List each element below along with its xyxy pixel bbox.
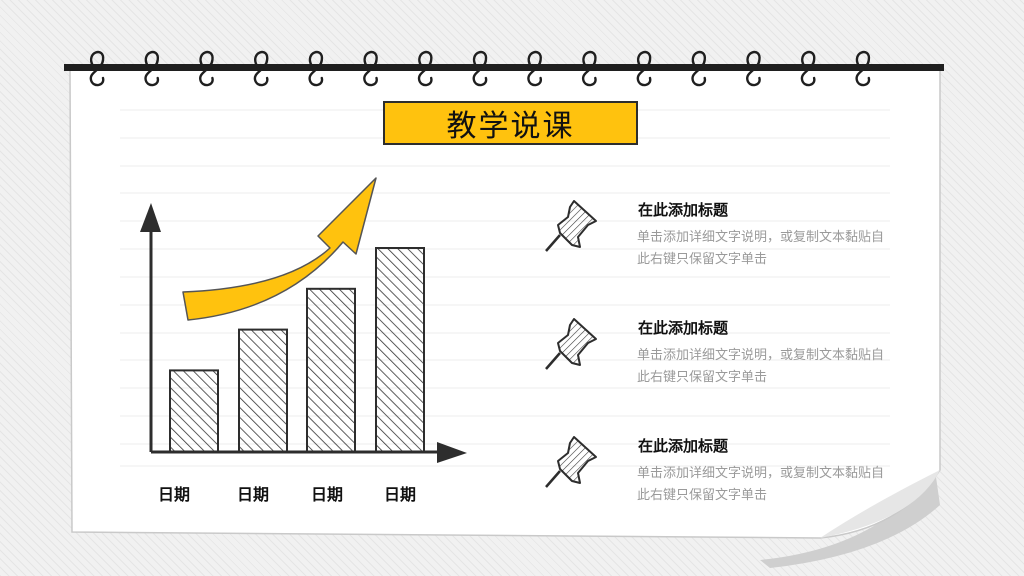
x-tick-label: 日期 [310, 485, 343, 504]
item-title: 在此添加标题 [638, 201, 729, 219]
x-tick-label: 日期 [157, 485, 190, 504]
chart-bar [375, 247, 425, 453]
spiral-ring [746, 50, 761, 87]
slide-title: 教学说课 [383, 101, 638, 145]
x-axis-arrow [437, 442, 467, 463]
spiral-ring [253, 50, 269, 87]
spiral-ring [144, 50, 160, 87]
x-tick-label: 日期 [236, 485, 269, 504]
pushpin-icon [545, 318, 597, 370]
x-tick-label: 日期 [383, 485, 416, 504]
item-description: 单击添加详细文字说明，或复制文本黏贴自此右键只保留文字单击 [637, 230, 885, 267]
item-title: 在此添加标题 [638, 437, 729, 455]
y-axis-arrow [140, 203, 161, 232]
spiral-ring [417, 50, 433, 87]
spiral-ring [199, 50, 214, 87]
pushpin-icon [545, 436, 597, 488]
spiral-ring [89, 50, 105, 87]
pushpin-icon [545, 200, 597, 252]
spiral-ring [472, 50, 488, 87]
item-description: 单击添加详细文字说明，或复制文本黏贴自此右键只保留文字单击 [637, 466, 885, 503]
spiral-ring [691, 50, 707, 87]
spiral-ring [363, 50, 378, 87]
chart-bar [238, 328, 288, 454]
spiral-ring [582, 50, 597, 87]
spiral-ring [800, 50, 816, 87]
spiral-ring [855, 50, 871, 87]
item-title: 在此添加标题 [638, 319, 729, 337]
chart-bar [306, 287, 356, 453]
spiral-ring [308, 50, 324, 87]
item-description: 单击添加详细文字说明，或复制文本黏贴自此右键只保留文字单击 [637, 348, 885, 385]
spiral-ring [636, 50, 652, 87]
trend-arrow [182, 177, 377, 321]
chart-bar [169, 369, 219, 453]
spiral-ring [527, 50, 542, 87]
